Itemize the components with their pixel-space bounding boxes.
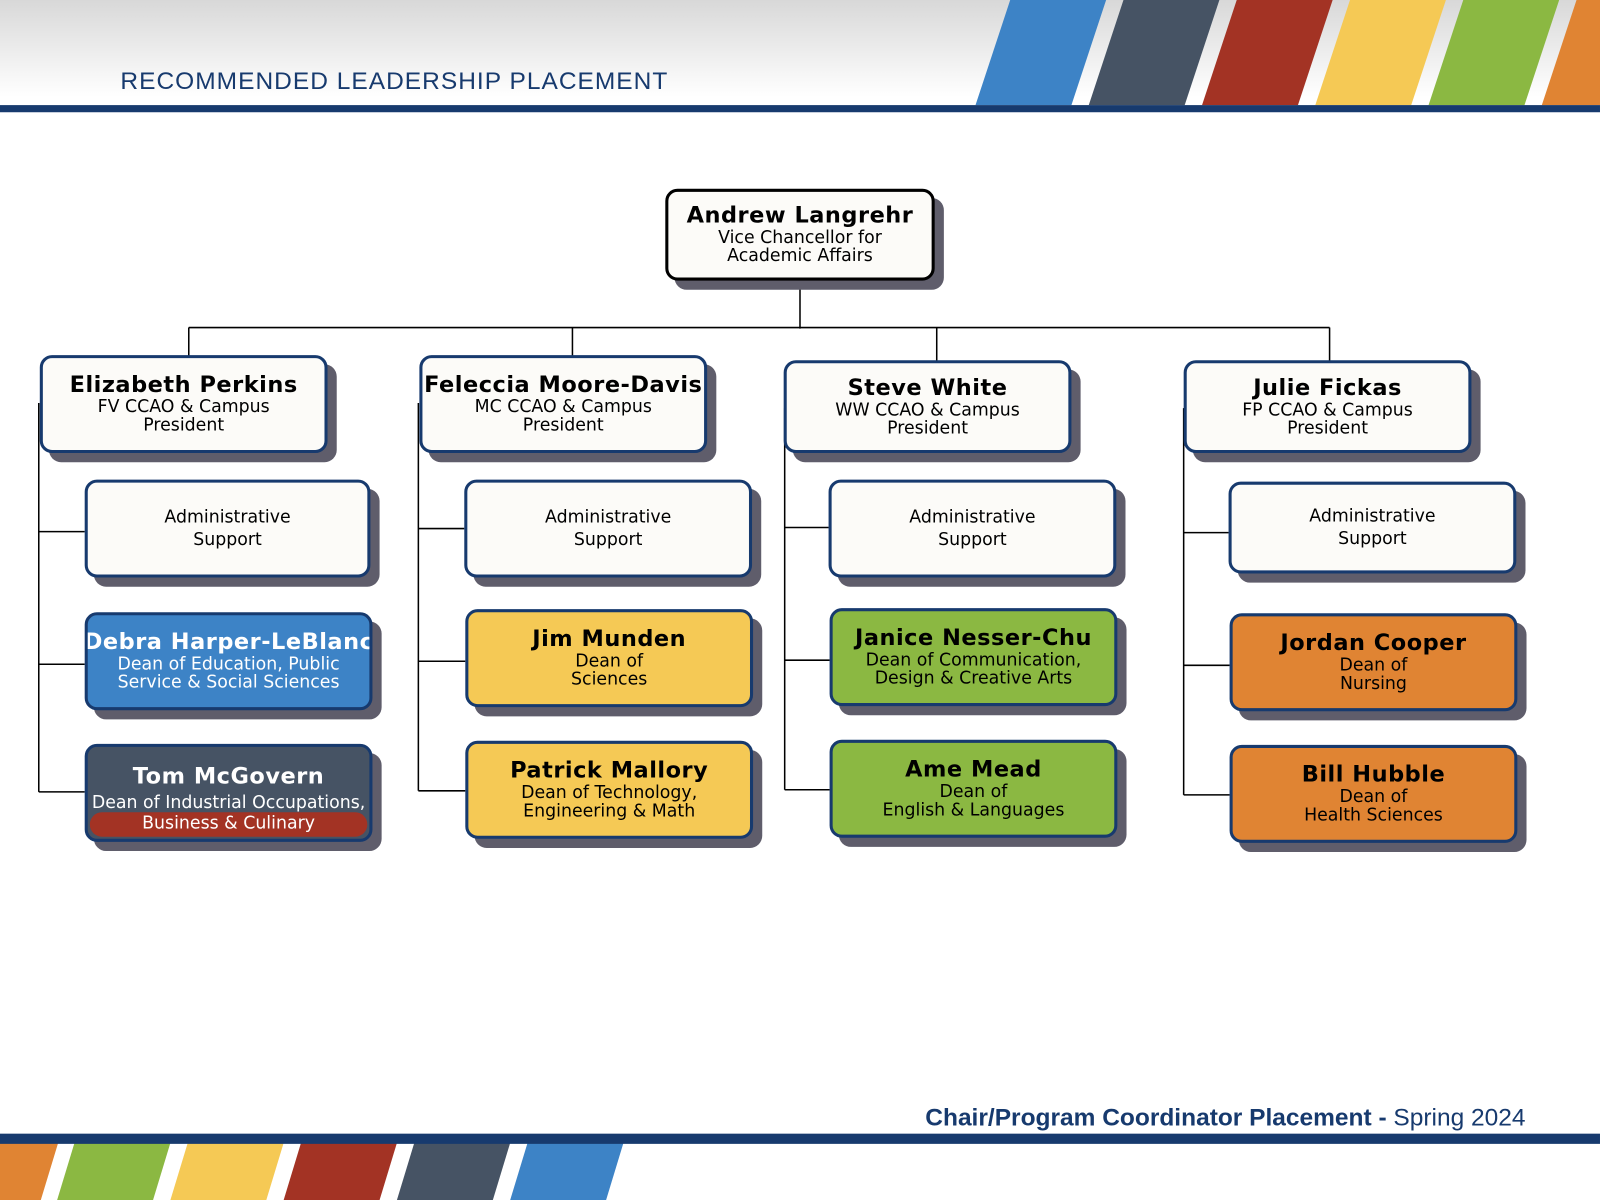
connector-top	[188, 280, 1331, 363]
connector-col2	[417, 403, 466, 792]
node-dean: Jordan Cooper Dean of Nursing	[1229, 613, 1518, 712]
node-role: Dean of	[575, 651, 644, 672]
node-campus-president-fv: Elizabeth Perkins FV CCAO & Campus Presi…	[39, 355, 328, 454]
node-admin-support: Administrative Support	[828, 479, 1117, 578]
stripe-orange-bottom	[0, 1142, 59, 1200]
node-role: WW CCAO & Campus	[835, 399, 1020, 420]
node-name: Feleccia Moore-Davis	[424, 372, 703, 398]
node-dean: Jim Munden Dean of Sciences	[465, 609, 754, 708]
node-role: Sciences	[571, 669, 648, 690]
node-dean: Janice Nesser-Chu Dean of Communication,…	[829, 608, 1118, 707]
node-label: Administrative	[909, 507, 1036, 528]
node-label: Support	[573, 529, 643, 550]
stripe-green-top	[1428, 0, 1560, 106]
node-role: President	[522, 415, 604, 436]
node-role: Vice Chancellor for	[718, 227, 882, 248]
page-title: RECOMMENDED LEADERSHIP PLACEMENT	[120, 67, 669, 95]
node-campus-president-mc: Feleccia Moore-Davis MC CCAO & Campus Pr…	[419, 355, 708, 454]
stripe-blue-top	[975, 0, 1107, 106]
connector-col1	[38, 403, 85, 793]
node-label: Administrative	[164, 507, 291, 528]
node-role: President	[1287, 417, 1369, 439]
node-admin-support: Administrative Support	[84, 479, 371, 578]
node-role: Dean of	[1339, 786, 1408, 808]
node-label: Support	[193, 529, 262, 550]
node-role: Dean of Industrial Occupations,	[91, 792, 366, 814]
stripe-slate-bottom	[396, 1142, 511, 1200]
node-campus-president-ww: Steve White WW CCAO & Campus President	[783, 360, 1072, 454]
node-dean: Ame Mead Dean of English & Languages	[829, 739, 1118, 838]
node-dean: Tom McGovern Dean of Industrial Occupati…	[84, 743, 373, 842]
node-role: Design & Creative Arts	[874, 668, 1073, 689]
node-role: Engineering & Math	[523, 801, 696, 822]
node-name: Debra Harper-LeBlanc	[84, 629, 373, 656]
node-role: Business & Culinary	[89, 812, 368, 837]
node-name: Janice Nesser-Chu	[854, 625, 1092, 652]
node-name: Steve White	[847, 374, 1008, 401]
node-role: English & Languages	[882, 799, 1065, 821]
node-role: President	[887, 417, 969, 439]
stripe-red-top	[1202, 0, 1333, 106]
stripe-yellow-bottom	[170, 1142, 284, 1200]
stripe-blue-bottom	[510, 1142, 624, 1200]
stripe-orange-top	[1541, 0, 1600, 106]
node-role: MC CCAO & Campus	[474, 396, 652, 418]
node-campus-president-fp: Julie Fickas FP CCAO & Campus President	[1183, 360, 1472, 454]
node-role: Service & Social Sciences	[117, 672, 340, 693]
node-name: Jordan Cooper	[1280, 630, 1467, 657]
footer-separator: -	[1371, 1104, 1394, 1132]
node-role: Dean of	[939, 781, 1008, 803]
node-role: Dean of Education, Public	[117, 654, 340, 675]
node-name: Ame Mead	[905, 757, 1042, 783]
node-role: Dean of Technology,	[521, 782, 698, 804]
stripe-green-bottom	[57, 1142, 171, 1200]
footer-rule	[0, 1133, 1600, 1144]
node-admin-support: Administrative Support	[464, 479, 753, 578]
node-role: Dean of	[1339, 655, 1408, 676]
node-role: Dean of Communication,	[865, 649, 1082, 671]
node-role: President	[143, 415, 225, 436]
stripe-yellow-top	[1315, 0, 1446, 106]
connector-col4	[1182, 408, 1230, 796]
node-label: Administrative	[545, 507, 672, 528]
header-rule	[0, 105, 1600, 113]
node-name: Julie Fickas	[1253, 374, 1402, 401]
node-role: Health Sciences	[1304, 805, 1443, 826]
footer-bold: Chair/Program Coordinator Placement	[925, 1104, 1372, 1132]
node-name: Jim Munden	[532, 626, 687, 653]
node-name: Andrew Langrehr	[686, 203, 914, 229]
node-dean: Bill Hubble Dean of Health Sciences	[1229, 744, 1518, 843]
node-name: Bill Hubble	[1301, 762, 1446, 788]
footer-caption: Chair/Program Coordinator Placement - Sp…	[925, 1104, 1525, 1133]
connector-col3	[783, 408, 830, 791]
node-vice-chancellor: Andrew Langrehr Vice Chancellor for Acad…	[665, 188, 935, 281]
node-name: Elizabeth Perkins	[69, 372, 298, 398]
node-dean: Patrick Mallory Dean of Technology, Engi…	[465, 740, 754, 839]
node-label: Support	[1338, 528, 1407, 549]
node-role: FP CCAO & Campus	[1242, 399, 1413, 420]
footer-term: Spring 2024	[1393, 1104, 1526, 1132]
node-role: Academic Affairs	[727, 245, 873, 267]
node-label: Administrative	[1309, 506, 1436, 527]
node-role: Nursing	[1339, 673, 1407, 694]
node-name: Patrick Mallory	[510, 758, 709, 784]
node-dean: Debra Harper-LeBlanc Dean of Education, …	[84, 612, 373, 711]
node-name: Tom McGovern	[132, 764, 325, 790]
node-label: Support	[938, 529, 1007, 550]
stripe-red-bottom	[283, 1142, 397, 1200]
node-role: FV CCAO & Campus	[97, 396, 270, 418]
stripe-slate-top	[1088, 0, 1220, 106]
node-admin-support: Administrative Support	[1228, 481, 1517, 574]
